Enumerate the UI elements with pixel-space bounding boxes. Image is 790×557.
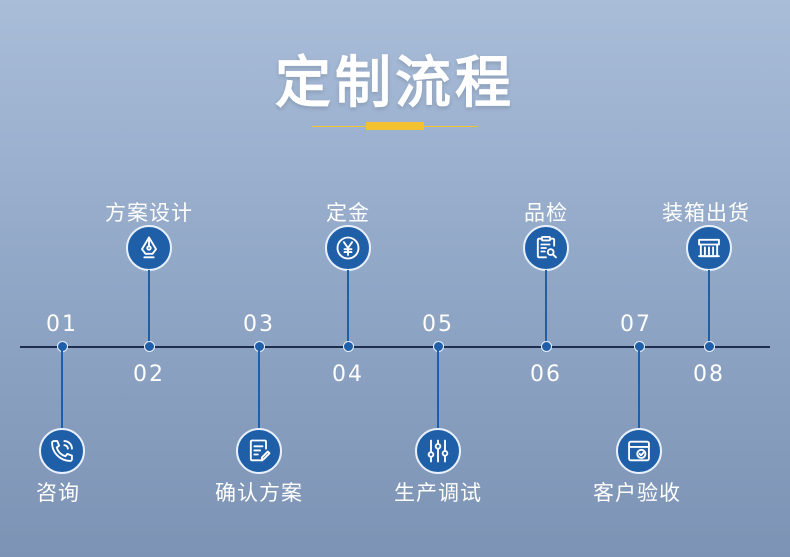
sliders-icon [415,428,461,474]
title-divider-left [312,126,366,127]
title-divider-accent [366,122,424,130]
step-dot-02 [144,341,155,352]
step-dot-04 [343,341,354,352]
step-label-07: 客户验收 [593,481,681,505]
step-number-03: 03 [243,312,275,337]
step-label-06: 品检 [524,201,568,225]
pen-nib-icon [126,225,172,271]
storefront-icon [686,225,732,271]
step-number-08: 08 [693,362,725,387]
step-label-03: 确认方案 [215,481,303,505]
step-connector-08 [708,270,710,346]
timeline-axis [20,346,770,348]
step-dot-08 [704,341,715,352]
step-number-06: 06 [530,362,562,387]
step-number-07: 07 [620,312,652,337]
step-number-04: 04 [332,362,364,387]
step-label-01: 咨询 [36,481,80,505]
step-connector-07 [638,350,640,430]
clipboard-search-icon [523,225,569,271]
step-number-02: 02 [133,362,165,387]
yen-coin-icon [325,225,371,271]
step-connector-03 [258,350,260,430]
step-number-05: 05 [422,312,454,337]
step-label-02: 方案设计 [105,201,193,225]
edit-document-icon [236,428,282,474]
step-connector-05 [437,350,439,430]
phone-icon [39,428,85,474]
step-label-04: 定金 [326,201,370,225]
check-window-icon [616,428,662,474]
step-label-05: 生产调试 [394,481,482,505]
step-dot-06 [541,341,552,352]
title-divider-right [424,126,478,127]
step-connector-04 [347,270,349,346]
step-label-08: 装箱出货 [662,201,750,225]
step-number-01: 01 [46,312,78,337]
step-connector-02 [148,270,150,346]
step-connector-06 [545,270,547,346]
page-title: 定制流程 [275,51,515,116]
step-connector-01 [61,350,63,430]
